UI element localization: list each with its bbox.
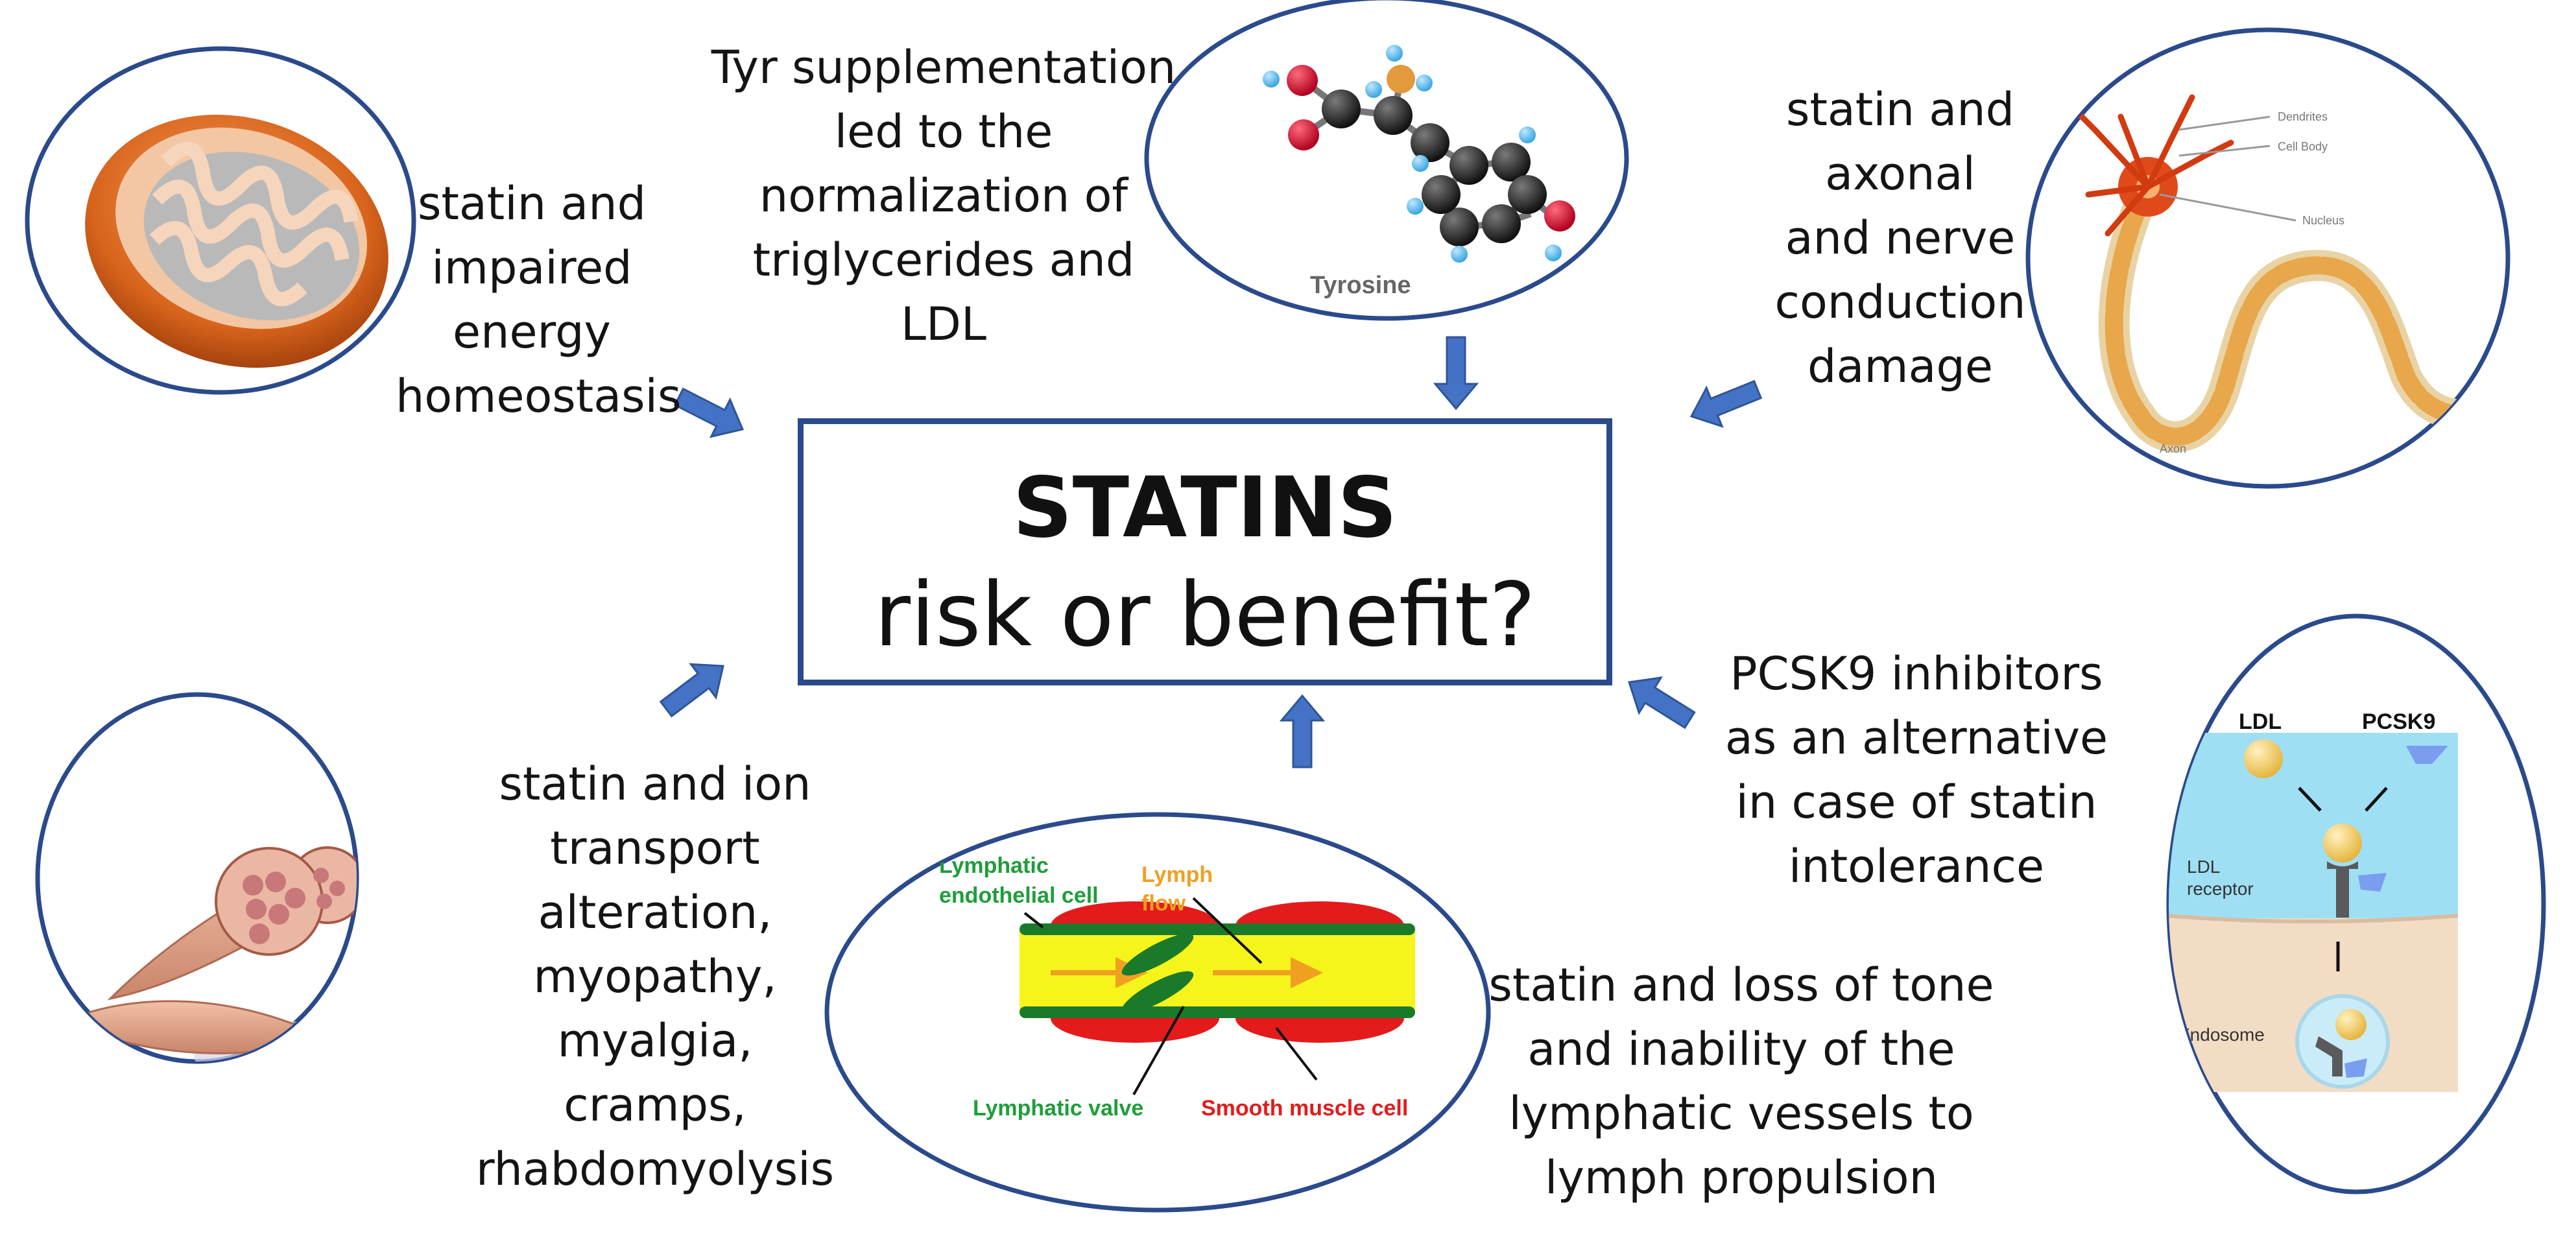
lymph-flow-label-1: Lymph (1141, 862, 1213, 887)
caption-energy-line: energy (453, 305, 611, 359)
caption-energy: statin and impaired energy homeostasis (396, 172, 682, 429)
caption-lymph-line: lymph propulsion (1545, 1151, 1938, 1204)
endosome-label: Endosome (2178, 1025, 2265, 1045)
neuron-label-nucleus: Nucleus (2302, 214, 2344, 227)
neuron-illustration: Dendrites Cell Body Nucleus Axon (2025, 27, 2510, 489)
muscle-illustration (35, 692, 359, 1064)
neuron-label-axon: Axon (2160, 442, 2186, 455)
caption-axonal-line: statin and (1785, 83, 2015, 136)
caption-tyrosine-line: triglycerides and (752, 233, 1135, 287)
caption-axonal: statin and axonal and nerve conduction d… (1751, 78, 2049, 399)
caption-ion-line: transport (550, 822, 760, 875)
arrow-axonal (1689, 379, 1763, 428)
caption-lymph-line: lymphatic vessels to (1509, 1087, 1974, 1140)
caption-lymph-line: statin and loss of tone (1488, 958, 1994, 1012)
caption-pcsk9-line: PCSK9 inhibitors (1730, 647, 2103, 700)
caption-energy-line: impaired (431, 241, 632, 294)
central-statins-box: STATINS risk or benefit? (798, 418, 1612, 685)
caption-pcsk9-line: as an alternative (1724, 711, 2108, 765)
tyrosine-label: Tyrosine (1310, 272, 1411, 299)
caption-ion-transport: statin and ion transport alteration, myo… (467, 752, 843, 1202)
caption-axonal-line: axonal (1825, 147, 1975, 200)
center-title: STATINS (1012, 460, 1398, 556)
caption-axonal-line: damage (1807, 340, 1993, 393)
lymphatic-endothelial-label-1: Lymphatic (939, 853, 1049, 878)
arrow-lymph (1279, 694, 1326, 768)
center-subtitle: risk or benefit? (874, 564, 1536, 667)
caption-ion-line: statin and ion (499, 757, 811, 811)
caption-axonal-line: and nerve (1785, 211, 2016, 265)
caption-axonal-line: conduction (1774, 276, 2026, 329)
pcsk9-illustration: LDL PCSK9 LDL receptor Endosome (2166, 613, 2546, 1194)
caption-tyrosine: Tyr supplementation led to the normaliza… (707, 36, 1180, 357)
lymphatic-endothelial-label-2: endothelial cell (939, 883, 1099, 908)
caption-lymph: statin and loss of tone and inability of… (1466, 953, 2017, 1210)
caption-tyrosine-line: led to the (834, 105, 1053, 158)
lymphatic-valve-label: Lymphatic valve (973, 1096, 1143, 1121)
arrow-ion (659, 663, 724, 718)
caption-ion-line: myalgia, (557, 1014, 753, 1067)
caption-ion-line: myopathy, (533, 950, 777, 1003)
neuron-label-cell-body: Cell Body (2278, 140, 2328, 153)
smooth-muscle-cell-label: Smooth muscle cell (1201, 1096, 1408, 1121)
mitochondrion-illustration (25, 46, 416, 395)
tyrosine-oval (1144, 0, 1629, 321)
caption-pcsk9-line: in case of statin (1735, 776, 2097, 829)
caption-tyrosine-line: Tyr supplementation (711, 41, 1176, 94)
lymphatic-vessel-illustration: Lymphatic endothelial cell Lymph flow Ly… (824, 812, 1491, 1213)
caption-ion-line: cramps, (564, 1078, 746, 1132)
pcsk9-label: PCSK9 (2362, 709, 2435, 734)
caption-ion-line: alteration, (538, 886, 772, 939)
arrow-tyrosine (1433, 336, 1479, 410)
lymph-flow-label-2: flow (1141, 891, 1186, 916)
arrow-energy (673, 387, 745, 438)
caption-tyrosine-line: LDL (901, 298, 986, 351)
arrows (659, 336, 1763, 768)
caption-pcsk9: PCSK9 inhibitors as an alternative in ca… (1706, 642, 2127, 899)
caption-lymph-line: and inability of the (1527, 1023, 1955, 1076)
ldl-receptor-label-1: LDL (2187, 857, 2220, 877)
caption-tyrosine-line: normalization of (759, 169, 1128, 222)
caption-pcsk9-line: intolerance (1788, 840, 2045, 893)
caption-ion-line: rhabdomyolysis (475, 1143, 835, 1196)
caption-energy-line: homeostasis (396, 370, 682, 423)
ldl-receptor-label-2: receptor (2187, 879, 2254, 899)
caption-energy-line: statin and (417, 177, 647, 230)
ldl-label: LDL (2239, 709, 2282, 734)
arrow-pcsk9 (1628, 676, 1696, 730)
tyrosine-molecule-illustration: Tyrosine (1144, 0, 1629, 321)
neuron-oval (2025, 27, 2510, 489)
neuron-label-dendrites: Dendrites (2278, 110, 2328, 123)
